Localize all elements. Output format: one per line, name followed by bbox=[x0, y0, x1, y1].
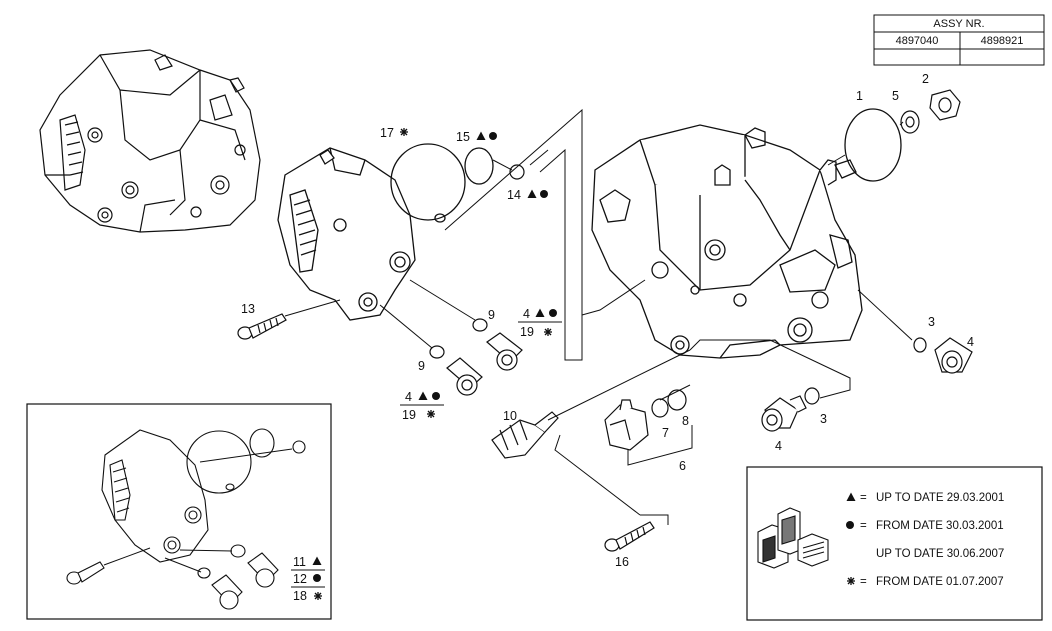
legend-eq-1: = bbox=[860, 492, 867, 504]
fitting-4-lower bbox=[446, 357, 483, 396]
o-ring-1 bbox=[844, 108, 902, 182]
callout-17: 17 bbox=[380, 126, 394, 140]
o-ring-14 bbox=[509, 164, 525, 180]
pump-body bbox=[591, 124, 863, 359]
bracket-6 bbox=[627, 425, 693, 466]
fitting-4-right bbox=[934, 337, 973, 374]
callouts: 1 5 2 17 15 14 13 9 9 10 7 8 6 4 3 3 4 1… bbox=[241, 72, 974, 569]
legend-box: = UP TO DATE 29.03.2001 = FROM DATE 30.0… bbox=[746, 466, 1043, 621]
callout-1: 1 bbox=[856, 89, 863, 103]
legend-up-to-2001: UP TO DATE 29.03.2001 bbox=[876, 492, 1004, 504]
callout-15: 15 bbox=[456, 130, 470, 144]
callout-9a: 9 bbox=[488, 308, 495, 322]
callout-10: 10 bbox=[503, 409, 517, 423]
callout-4-stack-a: 4 bbox=[523, 307, 530, 321]
callout-19-stack-b: 19 bbox=[402, 408, 416, 422]
o-ring-3-lower bbox=[804, 387, 820, 405]
o-ring-7 bbox=[651, 398, 669, 418]
callout-2: 2 bbox=[922, 72, 929, 86]
block-logo-icon bbox=[757, 507, 829, 569]
legend-eq-4: = bbox=[860, 576, 867, 588]
legend-eq-2: = bbox=[860, 520, 867, 532]
inset-callout-18: 18 bbox=[293, 589, 307, 603]
pump-assembly-overview bbox=[39, 49, 261, 233]
legend-from-2001: FROM DATE 30.03.2001 bbox=[876, 520, 1004, 532]
callout-9b: 9 bbox=[418, 359, 425, 373]
o-ring-9b bbox=[429, 345, 445, 359]
assy-number-2: 4898921 bbox=[981, 35, 1024, 47]
fitting-4-lower-right bbox=[761, 395, 807, 432]
o-ring-8 bbox=[667, 389, 687, 411]
callout-19-stack-a: 19 bbox=[520, 325, 534, 339]
callout-8: 8 bbox=[682, 414, 689, 428]
callout-4-right: 4 bbox=[967, 335, 974, 349]
assy-number-1: 4897040 bbox=[896, 35, 939, 47]
callout-4-stack-b: 4 bbox=[405, 390, 412, 404]
callout-16: 16 bbox=[615, 555, 629, 569]
screw-16 bbox=[604, 521, 655, 552]
callout-14: 14 bbox=[507, 188, 521, 202]
sensor-10 bbox=[491, 411, 559, 459]
inset-callout-11: 11 bbox=[293, 555, 306, 569]
o-ring-9a bbox=[472, 318, 488, 332]
o-ring-15 bbox=[464, 147, 494, 185]
inset-callout-12: 12 bbox=[293, 572, 307, 586]
washer-5 bbox=[900, 110, 920, 134]
callout-3-lower: 3 bbox=[820, 412, 827, 426]
assy-table: ASSY NR. 4897040 4898921 bbox=[873, 14, 1045, 66]
callout-3-right: 3 bbox=[928, 315, 935, 329]
valve-6 bbox=[604, 399, 649, 451]
pump-cover-plate bbox=[277, 147, 416, 321]
o-ring-3-right bbox=[913, 337, 927, 353]
legend-up-to-2007: UP TO DATE 30.06.2007 bbox=[876, 548, 1004, 560]
callout-6: 6 bbox=[679, 459, 686, 473]
inset-variant-box: 11 12 18 bbox=[26, 403, 332, 620]
screw-13 bbox=[237, 313, 287, 340]
callout-4-lower: 4 bbox=[775, 439, 782, 453]
assy-header: ASSY NR. bbox=[933, 18, 984, 30]
nut-2 bbox=[929, 89, 961, 121]
callout-7: 7 bbox=[662, 426, 669, 440]
o-ring-17 bbox=[390, 143, 466, 223]
fitting-4-upper bbox=[486, 332, 523, 371]
legend-from-2007: FROM DATE 01.07.2007 bbox=[876, 576, 1004, 588]
callout-5: 5 bbox=[892, 89, 899, 103]
leader-lines bbox=[284, 108, 913, 525]
callout-13: 13 bbox=[241, 302, 255, 316]
